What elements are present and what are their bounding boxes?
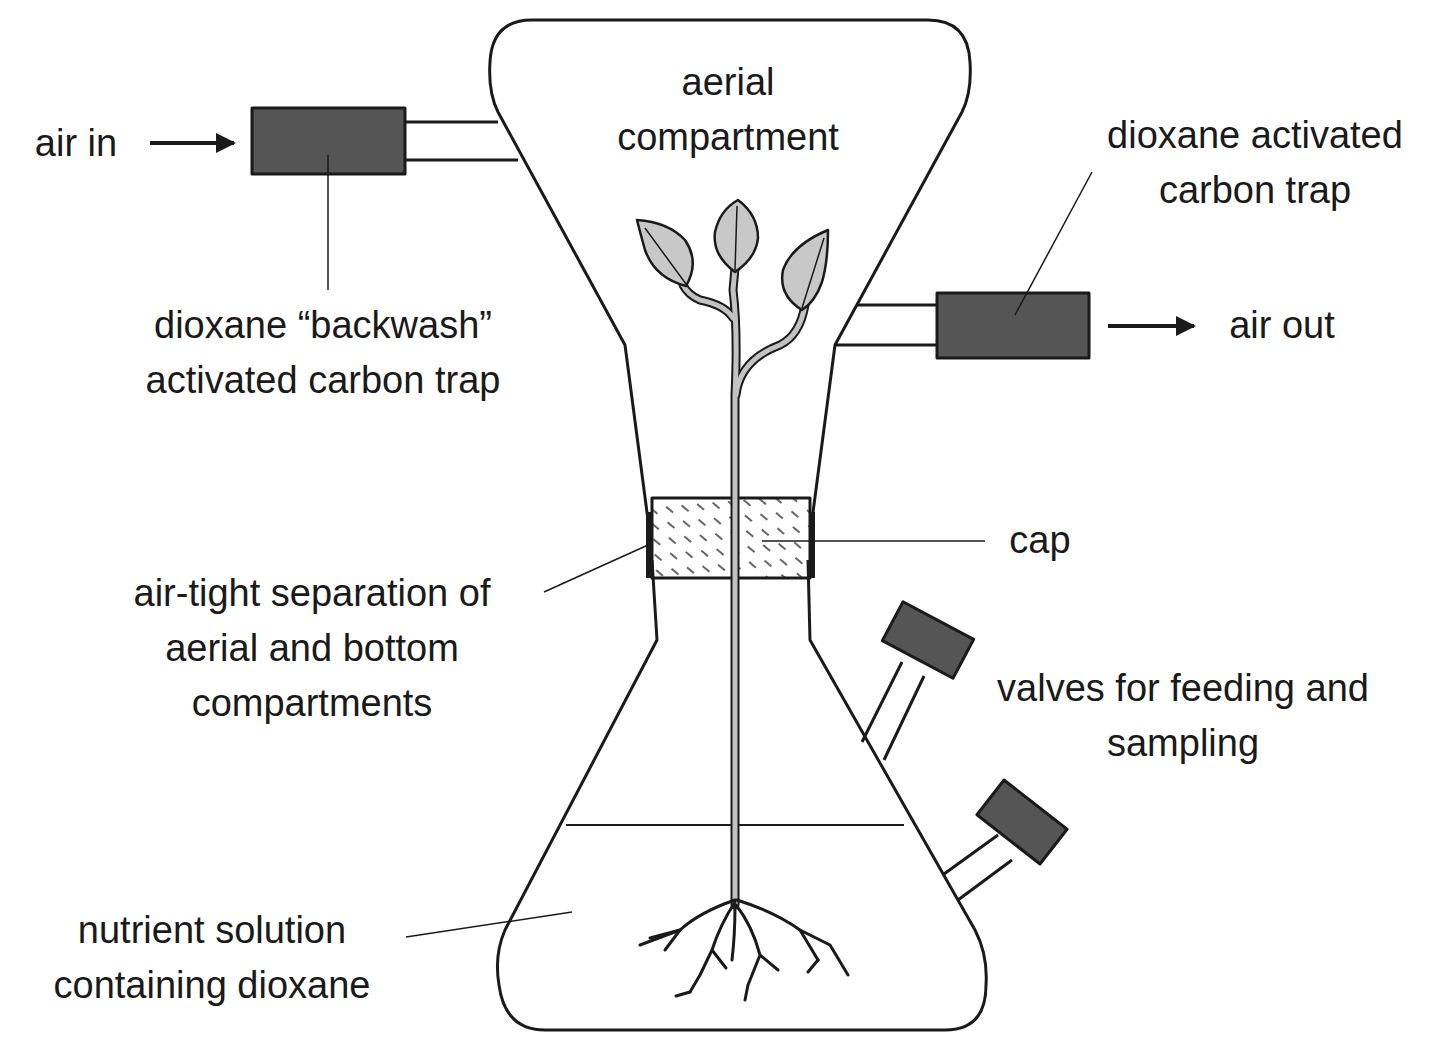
aerial-vessel [490, 20, 971, 520]
air-in-arrow [150, 141, 234, 145]
valve-upper [862, 602, 974, 760]
plant [637, 200, 848, 1000]
label-text: air out [1229, 298, 1335, 353]
label-text: dioxane activated carbon trap [1069, 108, 1441, 218]
label-text: nutrient solution containing dioxane [15, 903, 409, 1013]
label-text: air in [35, 116, 117, 171]
label-text: air-tight separation of aerial and botto… [90, 566, 535, 731]
label-text: aerial compartment [568, 55, 888, 165]
leader-lines [328, 155, 1092, 937]
label-text: cap [1009, 513, 1070, 568]
label-text: valves for feeding and sampling [997, 661, 1369, 771]
outlet-trap [937, 293, 1089, 358]
label-text: dioxane “backwash” activated carbon trap [103, 298, 543, 408]
valve-lower [944, 780, 1067, 900]
inlet-tube [405, 122, 518, 160]
air-out-arrow [1108, 324, 1194, 328]
bottom-flask [497, 560, 986, 1030]
